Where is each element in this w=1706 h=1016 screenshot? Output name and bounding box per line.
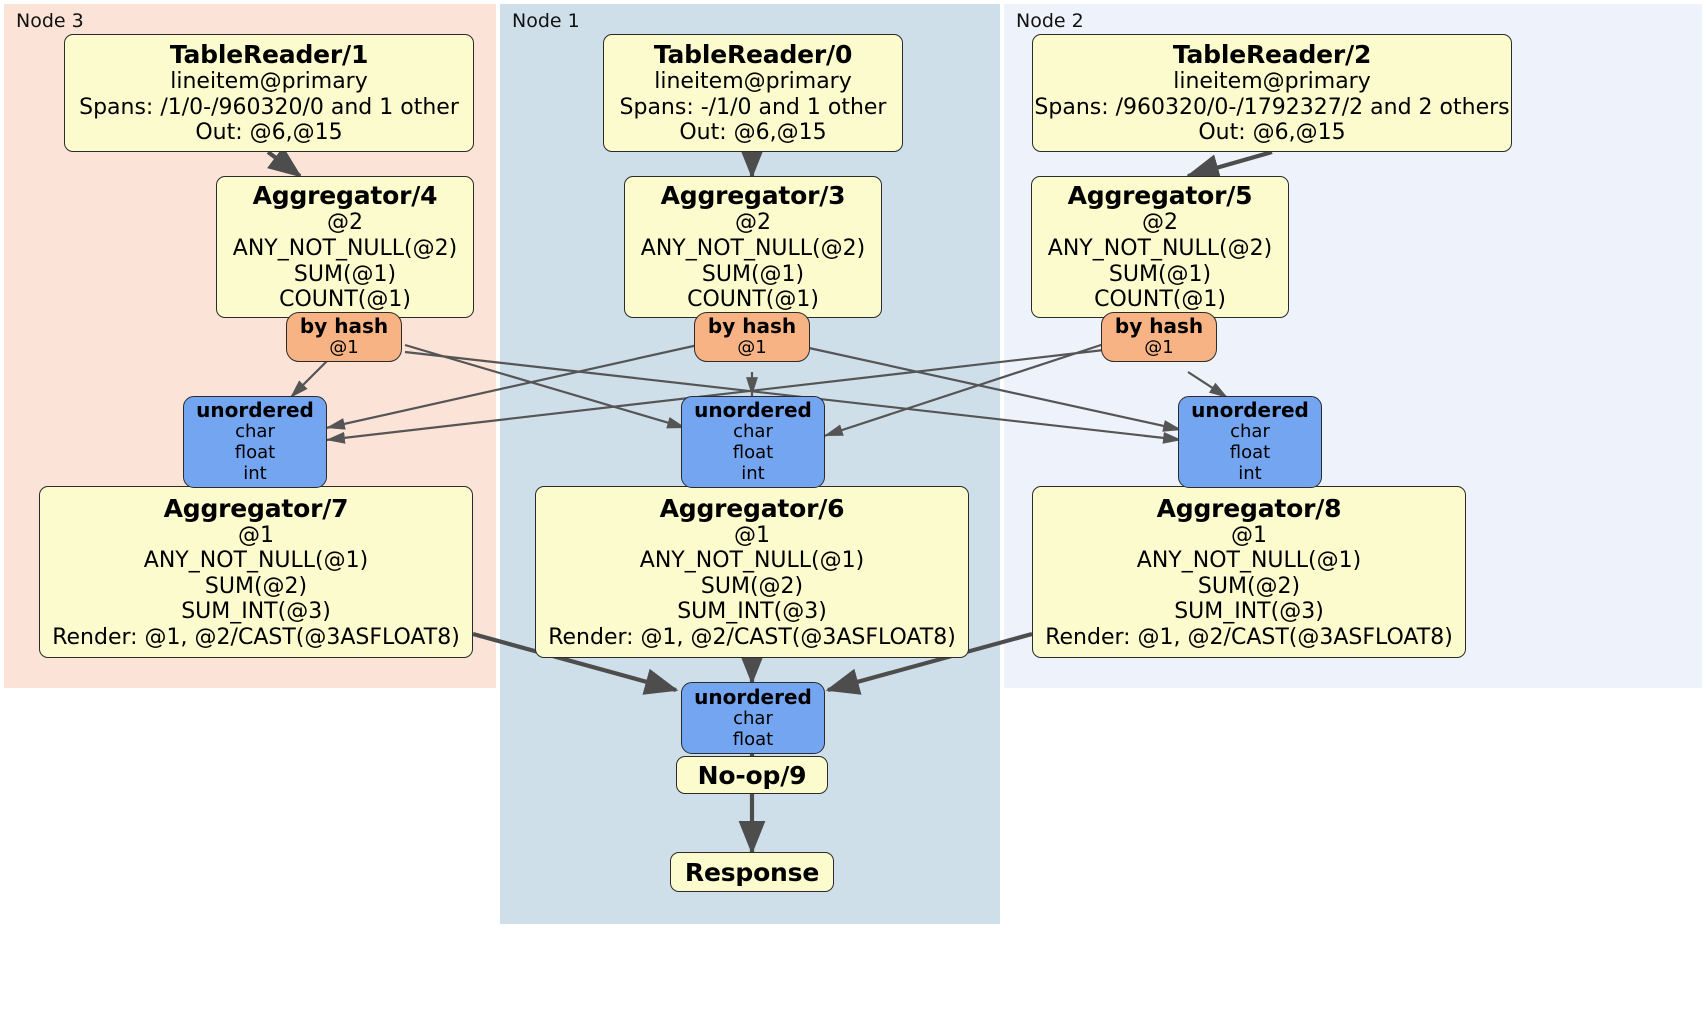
synchronizer-unordered-7-type-0: char: [235, 421, 275, 443]
tablereader-0-title: TableReader/0: [653, 40, 853, 70]
node-panel-label-node3: Node 3: [16, 10, 84, 32]
aggregator-8-func2: SUM(@2): [1197, 573, 1301, 599]
aggregator-6-group: @1: [734, 522, 770, 548]
synchronizer-unordered-8-label: unordered: [1191, 398, 1309, 423]
aggregator-6-func3: SUM_INT(@3): [677, 599, 827, 625]
synchronizer-unordered-6-type-1: float: [732, 442, 774, 464]
aggregator-4-title: Aggregator/4: [252, 181, 438, 211]
synchronizer-unordered-7-label: unordered: [196, 398, 314, 423]
tablereader-0-table: lineitem@primary: [654, 69, 852, 95]
aggregator-8-title: Aggregator/8: [1156, 493, 1342, 523]
synchronizer-unordered-6[interactable]: unordered char float int: [681, 396, 825, 488]
aggregator-4-func3: COUNT(@1): [279, 287, 411, 313]
tablereader-0-spans: Spans: -/1/0 and 1 other: [619, 94, 887, 120]
node-noop-9[interactable]: No-op/9: [676, 756, 828, 794]
aggregator-5-func2: SUM(@1): [1108, 261, 1212, 287]
node-aggregator-5[interactable]: Aggregator/5 @2 ANY_NOT_NULL(@2) SUM(@1)…: [1031, 176, 1289, 318]
synchronizer-unordered-8[interactable]: unordered char float int: [1178, 396, 1322, 488]
synchronizer-unordered-8-type-1: float: [1229, 442, 1271, 464]
node-aggregator-7[interactable]: Aggregator/7 @1 ANY_NOT_NULL(@1) SUM(@2)…: [39, 486, 473, 658]
synchronizer-unordered-7-type-1: float: [234, 442, 276, 464]
tablereader-2-spans: Spans: /960320/0-/1792327/2 and 2 others: [1034, 94, 1510, 120]
aggregator-3-func3: COUNT(@1): [687, 287, 819, 313]
aggregator-8-group: @1: [1231, 522, 1267, 548]
router-by-hash-4-column: @1: [329, 337, 359, 359]
aggregator-3-title: Aggregator/3: [660, 181, 846, 211]
aggregator-6-title: Aggregator/6: [659, 493, 845, 523]
tablereader-2-title: TableReader/2: [1172, 40, 1372, 70]
tablereader-2-table: lineitem@primary: [1173, 69, 1371, 95]
router-by-hash-4[interactable]: by hash @1: [286, 312, 402, 362]
tablereader-1-spans: Spans: /1/0-/960320/0 and 1 other: [79, 94, 459, 120]
synchronizer-final-type-1: float: [732, 728, 774, 750]
aggregator-3-func1: ANY_NOT_NULL(@2): [640, 235, 866, 261]
router-by-hash-3-label: by hash: [707, 313, 797, 338]
router-by-hash-5-label: by hash: [1114, 313, 1204, 338]
router-by-hash-5[interactable]: by hash @1: [1101, 312, 1217, 362]
aggregator-4-func1: ANY_NOT_NULL(@2): [232, 235, 458, 261]
synchronizer-unordered-6-type-0: char: [733, 421, 773, 443]
synchronizer-final-type-0: char: [733, 707, 773, 729]
node-aggregator-3[interactable]: Aggregator/3 @2 ANY_NOT_NULL(@2) SUM(@1)…: [624, 176, 882, 318]
synchronizer-unordered-6-label: unordered: [694, 398, 812, 423]
synchronizer-final-label: unordered: [694, 684, 812, 709]
synchronizer-unordered-7[interactable]: unordered char float int: [183, 396, 327, 488]
node-panel-label-node2: Node 2: [1016, 10, 1084, 32]
node-tablereader-2[interactable]: TableReader/2 lineitem@primary Spans: /9…: [1032, 34, 1512, 152]
node-response[interactable]: Response: [670, 852, 834, 892]
synchronizer-unordered-8-type-2: int: [1238, 463, 1262, 485]
node-panel-label-node1: Node 1: [512, 10, 580, 32]
synchronizer-unordered-7-type-2: int: [243, 463, 267, 485]
synchronizer-unordered-6-type-2: int: [741, 463, 765, 485]
aggregator-5-title: Aggregator/5: [1067, 181, 1253, 211]
aggregator-6-func2: SUM(@2): [700, 573, 804, 599]
aggregator-5-group: @2: [1142, 210, 1178, 236]
aggregator-7-func2: SUM(@2): [204, 573, 308, 599]
tablereader-2-out: Out: @6,@15: [1198, 120, 1346, 146]
node-aggregator-4[interactable]: Aggregator/4 @2 ANY_NOT_NULL(@2) SUM(@1)…: [216, 176, 474, 318]
aggregator-6-render: Render: @1, @2/CAST(@3ASFLOAT8): [548, 624, 956, 650]
aggregator-8-render: Render: @1, @2/CAST(@3ASFLOAT8): [1045, 624, 1453, 650]
aggregator-7-func1: ANY_NOT_NULL(@1): [143, 548, 369, 574]
aggregator-7-func3: SUM_INT(@3): [181, 599, 331, 625]
aggregator-8-func3: SUM_INT(@3): [1174, 599, 1324, 625]
aggregator-3-group: @2: [735, 210, 771, 236]
aggregator-4-group: @2: [327, 210, 363, 236]
aggregator-3-func2: SUM(@1): [701, 261, 805, 287]
router-by-hash-4-label: by hash: [299, 313, 389, 338]
synchronizer-unordered-8-type-0: char: [1230, 421, 1270, 443]
router-by-hash-5-column: @1: [1144, 337, 1174, 359]
node-aggregator-6[interactable]: Aggregator/6 @1 ANY_NOT_NULL(@1) SUM(@2)…: [535, 486, 969, 658]
tablereader-1-title: TableReader/1: [169, 40, 369, 70]
response-title: Response: [684, 857, 820, 887]
aggregator-8-func1: ANY_NOT_NULL(@1): [1136, 548, 1362, 574]
tablereader-1-out: Out: @6,@15: [195, 120, 343, 146]
aggregator-7-group: @1: [238, 522, 274, 548]
aggregator-5-func1: ANY_NOT_NULL(@2): [1047, 235, 1273, 261]
aggregator-7-render: Render: @1, @2/CAST(@3ASFLOAT8): [52, 624, 460, 650]
node-tablereader-1[interactable]: TableReader/1 lineitem@primary Spans: /1…: [64, 34, 474, 152]
node-tablereader-0[interactable]: TableReader/0 lineitem@primary Spans: -/…: [603, 34, 903, 152]
node-aggregator-8[interactable]: Aggregator/8 @1 ANY_NOT_NULL(@1) SUM(@2)…: [1032, 486, 1466, 658]
aggregator-7-title: Aggregator/7: [163, 493, 349, 523]
router-by-hash-3[interactable]: by hash @1: [694, 312, 810, 362]
aggregator-5-func3: COUNT(@1): [1094, 287, 1226, 313]
router-by-hash-3-column: @1: [737, 337, 767, 359]
tablereader-0-out: Out: @6,@15: [679, 120, 827, 146]
tablereader-1-table: lineitem@primary: [170, 69, 368, 95]
aggregator-4-func2: SUM(@1): [293, 261, 397, 287]
noop-9-title: No-op/9: [697, 760, 807, 790]
synchronizer-unordered-final[interactable]: unordered char float: [681, 682, 825, 754]
aggregator-6-func1: ANY_NOT_NULL(@1): [639, 548, 865, 574]
